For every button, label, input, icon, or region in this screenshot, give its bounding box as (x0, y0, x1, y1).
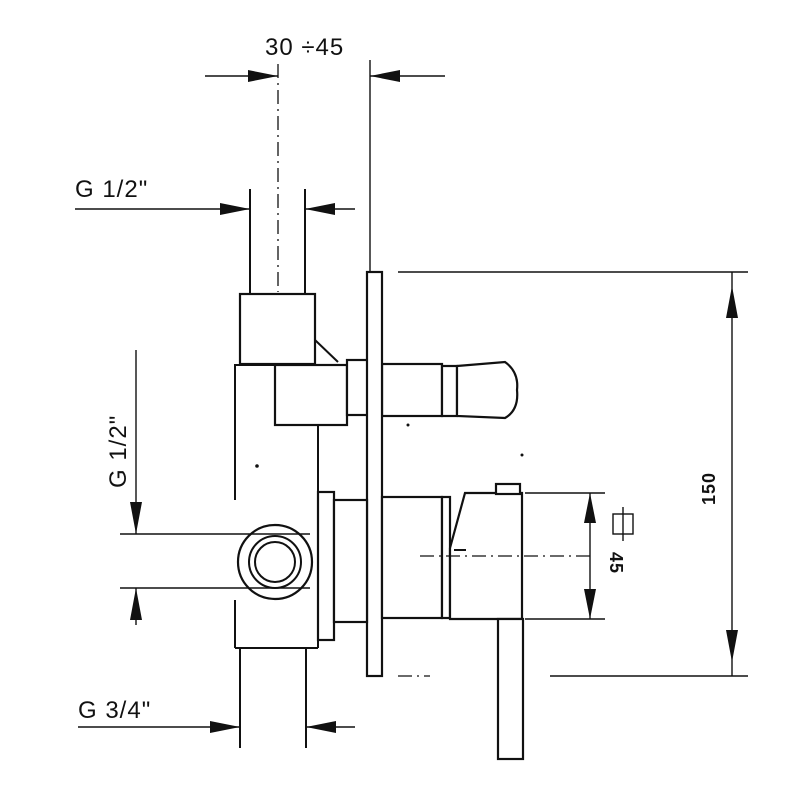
side-outlet: G 1/2" (105, 350, 314, 625)
label-top-inlet: G 1/2" (75, 176, 148, 203)
dimension-wall-depth: 30 ÷45 (205, 34, 445, 292)
arrow-down (584, 589, 596, 619)
dimension-bottom-inlet: G 3/4" (78, 648, 355, 748)
arrow-right (220, 203, 250, 215)
label-handle-square: 45 (606, 552, 626, 574)
arrow-left (370, 70, 400, 82)
dimension-top-inlet: G 1/2" (75, 176, 355, 294)
lever-arm (496, 617, 525, 761)
arrow-up (130, 588, 142, 620)
arrow-right (248, 70, 278, 82)
diverter-assembly (273, 358, 519, 427)
arrow-left (305, 203, 335, 215)
dimension-plate-height: 150 (398, 271, 748, 677)
mixer-cartridge (316, 482, 595, 761)
label-plate-height: 150 (699, 472, 719, 505)
label-side-outlet: G 1/2" (105, 415, 132, 488)
top-inlet-fitting (238, 292, 339, 366)
arrow-up (584, 493, 596, 523)
dimension-handle-square: 45 (525, 492, 634, 620)
arrow-left (306, 721, 336, 733)
arrow-right (210, 721, 240, 733)
arrow-down (726, 630, 738, 662)
arrow-up (726, 286, 738, 318)
label-wall-depth: 30 ÷45 (265, 34, 344, 61)
label-bottom-inlet: G 3/4" (78, 697, 151, 724)
arrow-down (130, 502, 142, 534)
wall-plate (365, 270, 384, 678)
